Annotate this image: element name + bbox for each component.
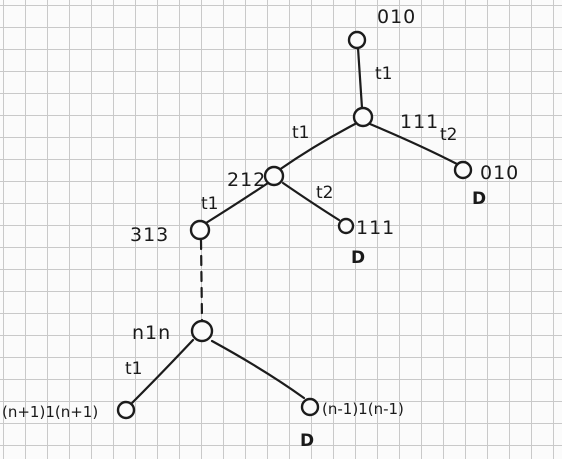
node-n1n [190, 319, 214, 343]
node-212 [263, 165, 285, 187]
node-111 [352, 106, 374, 128]
edge-111-to-212 [277, 122, 357, 172]
edge-111-to-010 [368, 122, 459, 166]
edge-label-212-111: t2 [316, 183, 333, 203]
edge-label-n1n-left: t1 [125, 359, 142, 379]
node-313 [189, 219, 211, 241]
state-label-111-dead: 111 [356, 217, 395, 239]
state-label-left-leaf: (n+1)1(n+1) [2, 403, 98, 421]
node-right-leaf-dead [300, 397, 320, 417]
edge-313-to-n1n-dashed [199, 238, 204, 322]
dead-mark-right-leaf: D [300, 431, 314, 451]
state-label-313: 313 [130, 224, 169, 246]
edge-212-to-313 [204, 181, 270, 225]
state-label-212: 212 [227, 169, 266, 191]
edge-root-to-111 [356, 46, 364, 110]
edge-n1n-to-right [210, 339, 306, 400]
node-111-dead [337, 217, 355, 235]
state-label-root: 010 [377, 6, 416, 28]
state-label-010-dead: 010 [480, 162, 519, 184]
dead-mark-111: D [351, 248, 365, 268]
edge-label-111-212: t1 [292, 123, 309, 143]
edge-label-111-010: t2 [440, 125, 457, 145]
node-root [347, 30, 367, 50]
node-010-dead [453, 160, 473, 180]
state-label-111: 111 [400, 111, 439, 133]
state-label-n1n: n1n [132, 322, 171, 344]
edge-n1n-to-left [130, 338, 195, 405]
node-left-leaf [116, 400, 136, 420]
dead-mark-010: D [472, 189, 486, 209]
edge-212-to-111 [281, 181, 341, 222]
edge-label-root-111: t1 [375, 64, 392, 84]
state-label-right-leaf: (n-1)1(n-1) [322, 400, 404, 418]
edge-label-212-313: t1 [201, 194, 218, 214]
